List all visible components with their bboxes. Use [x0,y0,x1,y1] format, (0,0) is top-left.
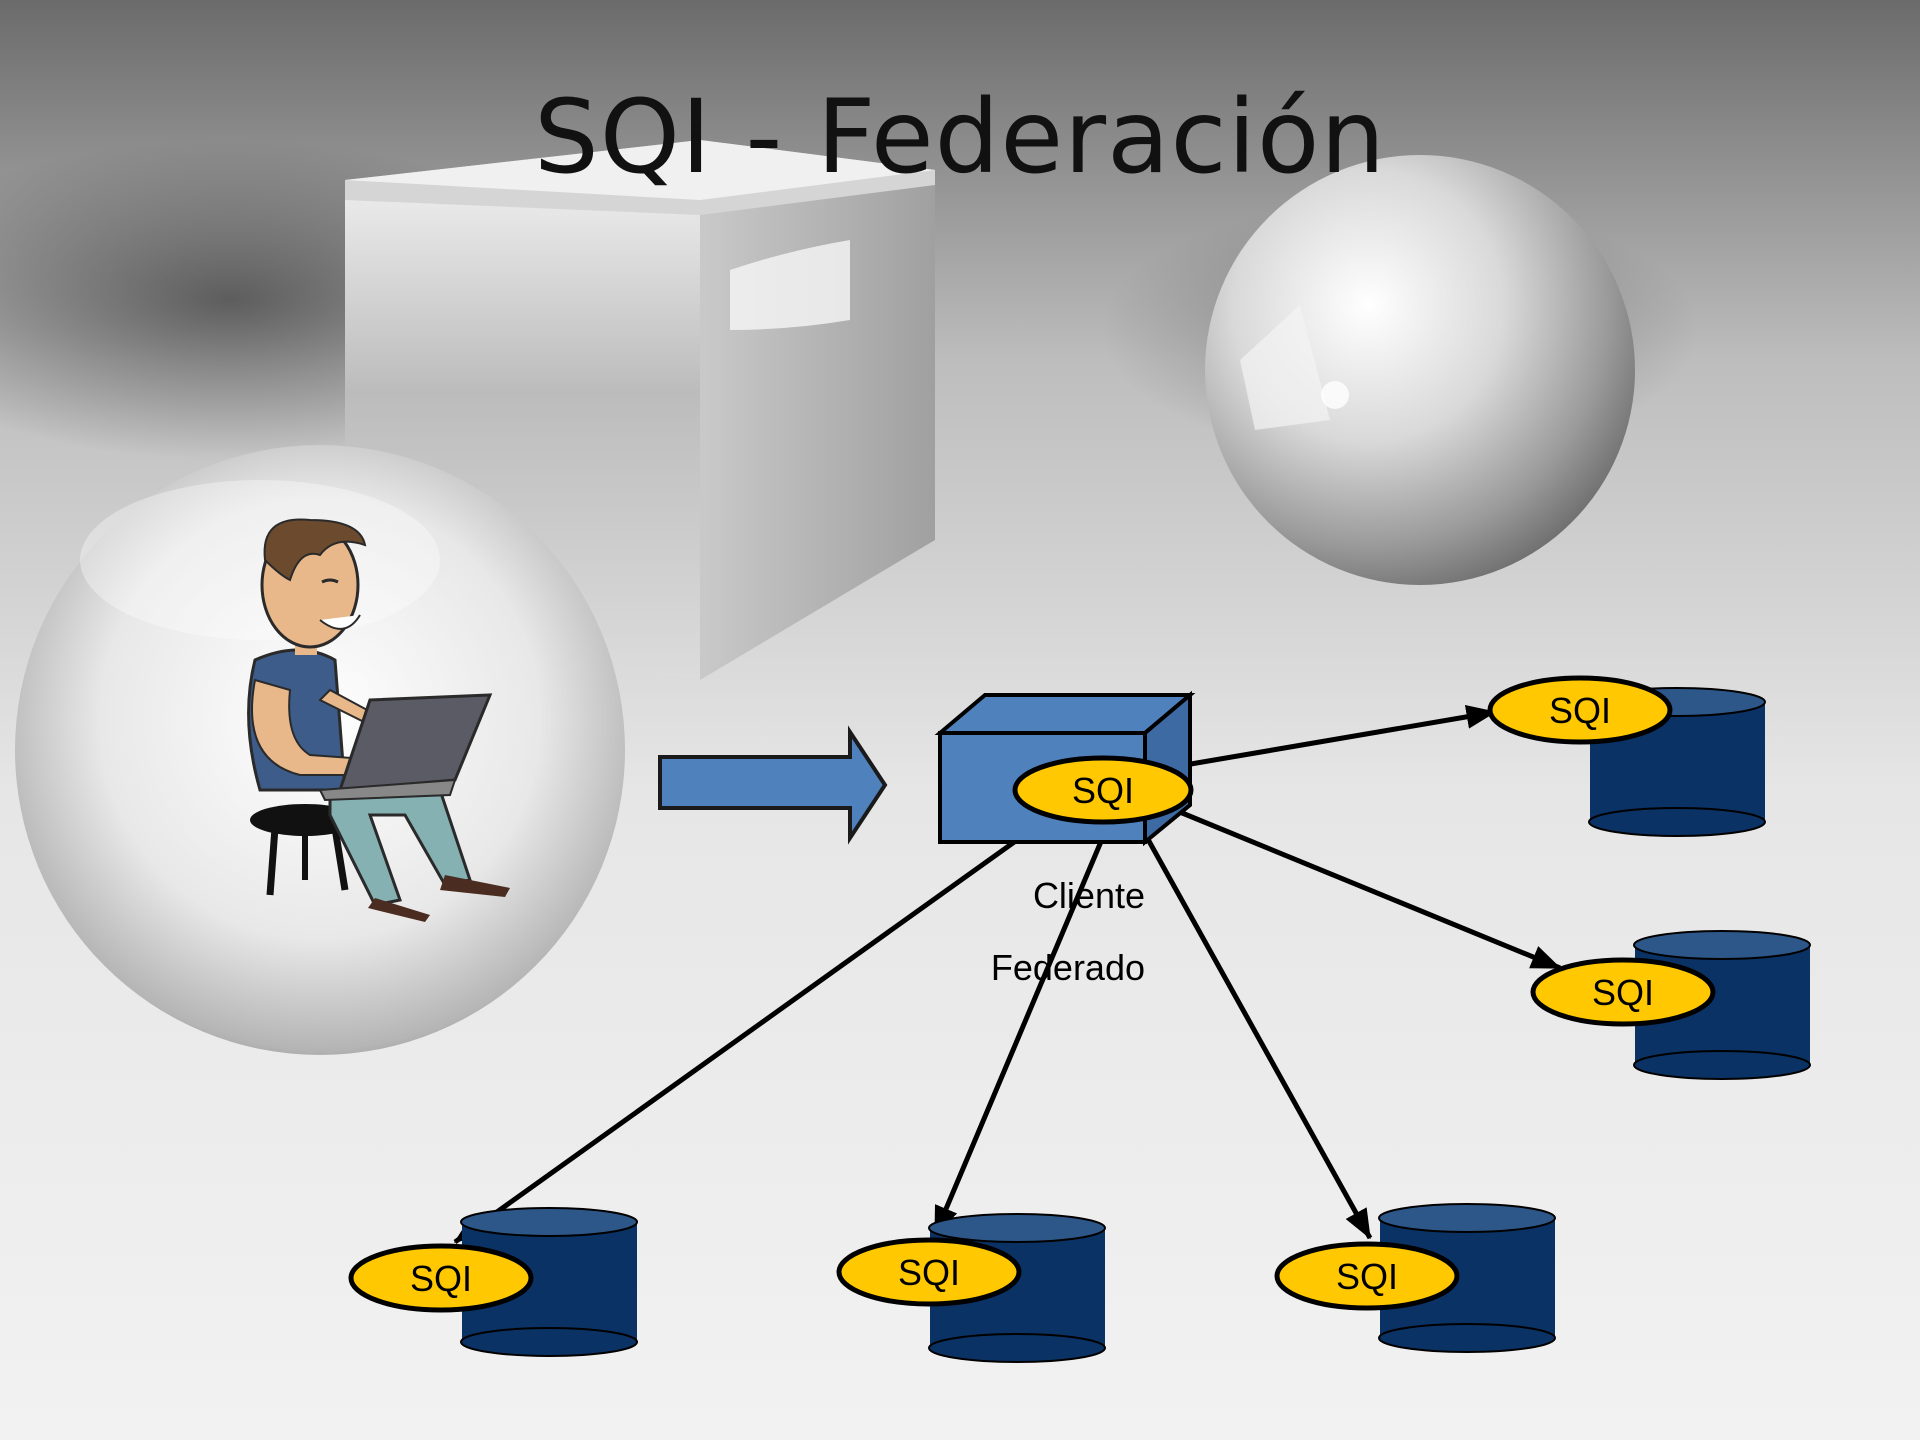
repository-node: SQI [836,1213,1106,1363]
client-label-line1: Cliente [1033,875,1145,916]
repo-badge-label: SQI [1549,690,1611,731]
repo-badge-label: SQI [1592,972,1654,1013]
flow-arrow [658,725,888,845]
arrow-to-repo-bottom-right [1137,823,1373,1240]
arrow-to-repo-right [1169,805,1562,971]
client-label-line2: Federado [991,947,1145,988]
arrow-to-repo-bottom-middle [932,824,1111,1237]
client-badge-label: SQI [1072,770,1134,811]
database-cylinder-icon [1378,1203,1556,1353]
repo-badge-label: SQI [898,1252,960,1293]
slide-title: SQI - Federación [533,78,1387,197]
arrow-to-repo-bottom-left [453,817,1047,1245]
arrow-to-repo-top-right [1184,704,1497,768]
person-with-laptop-icon [247,518,510,922]
repository-node: SQI [1530,930,1811,1080]
repo-badge-label: SQI [1336,1256,1398,1297]
client-badge: SQI [1012,755,1194,825]
decorative-cube [345,140,935,680]
repository-node: SQI [348,1207,638,1357]
repository-node: SQI [1487,675,1766,837]
decorative-sphere-right [1205,155,1635,585]
repo-badge-label: SQI [410,1258,472,1299]
repository-node: SQI [1274,1203,1556,1353]
connection-arrows [453,704,1562,1245]
